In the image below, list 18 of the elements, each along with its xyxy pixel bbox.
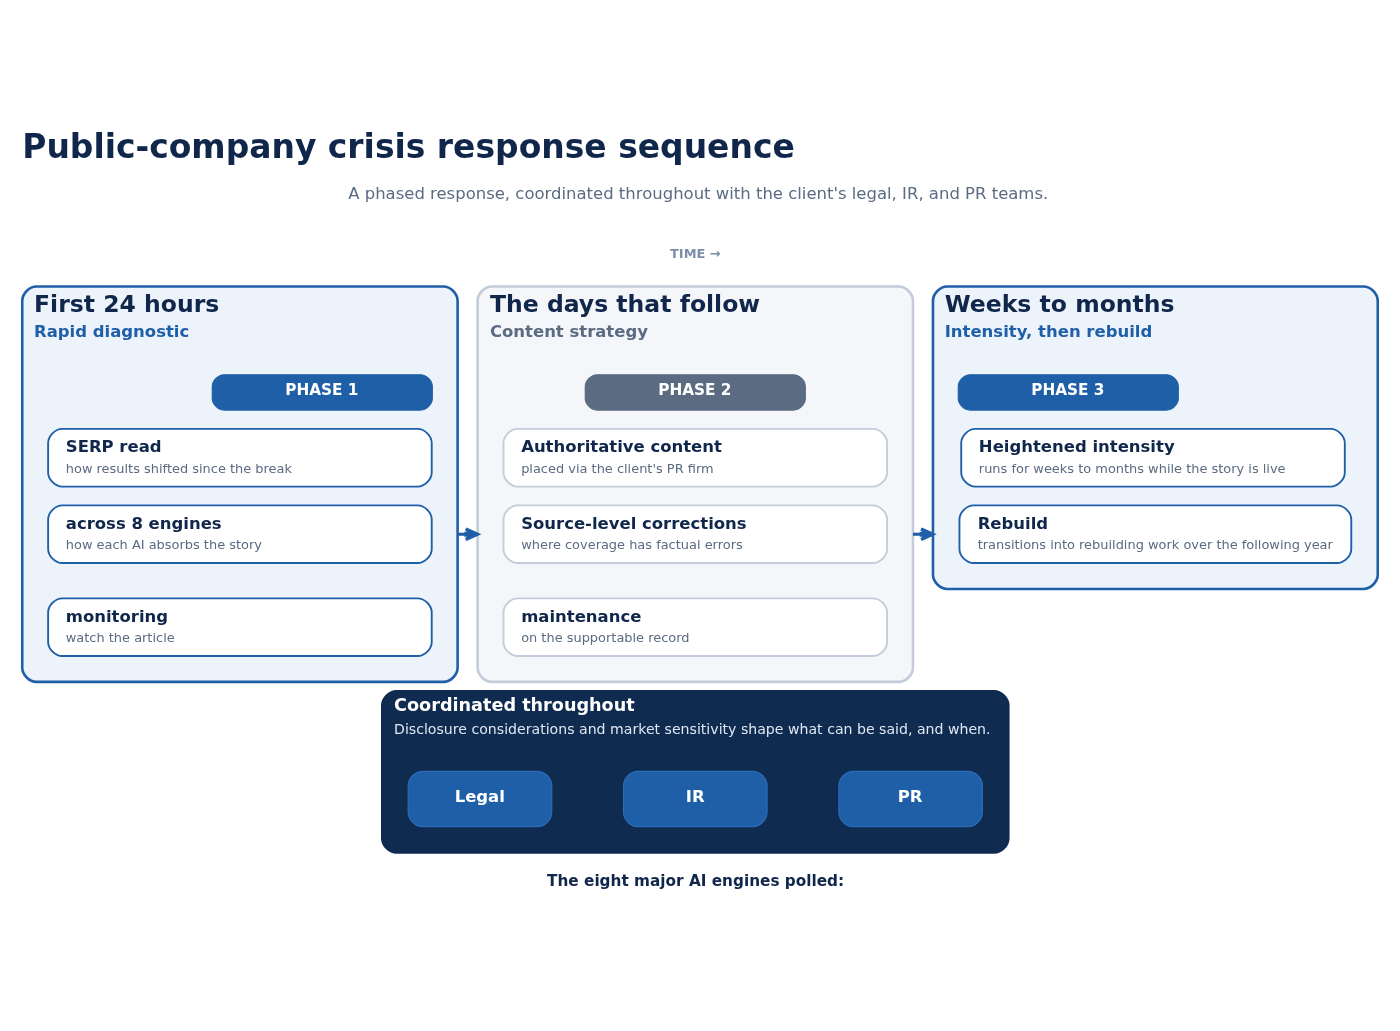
node-box: Rebuild transitions into rebuilding work over the following year: [958, 503, 1353, 564]
node-box: IR: [622, 770, 768, 827]
node-box: PR: [838, 770, 983, 827]
label: The eight major AI engines polled:: [547, 871, 845, 890]
node-box: PHASE 3: [957, 373, 1179, 411]
node-box: maintenance on the supportable record: [502, 596, 889, 657]
node-box: Heightened intensity runs for weeks to months while the story is live: [960, 427, 1346, 487]
diagram-title: Public-company crisis response sequence: [22, 126, 795, 166]
node-box: Legal: [407, 770, 553, 827]
node-box: PHASE 1: [211, 373, 433, 411]
label: A phased response, coordinated throughout with the client's legal, IR, and PR teams.: [348, 183, 1049, 203]
node-box: Source-level corrections where coverage has factual errors: [502, 503, 889, 564]
node-box: SERP read how results shifted since the break: [47, 427, 433, 487]
node-box: PHASE 2: [584, 373, 806, 411]
node-box: monitoring watch the article: [47, 596, 433, 657]
label: TIME →: [670, 245, 721, 261]
node-box: Authoritative content placed via the client's PR firm: [502, 427, 889, 487]
node-box: across 8 engines how each AI absorbs the story: [47, 503, 433, 564]
